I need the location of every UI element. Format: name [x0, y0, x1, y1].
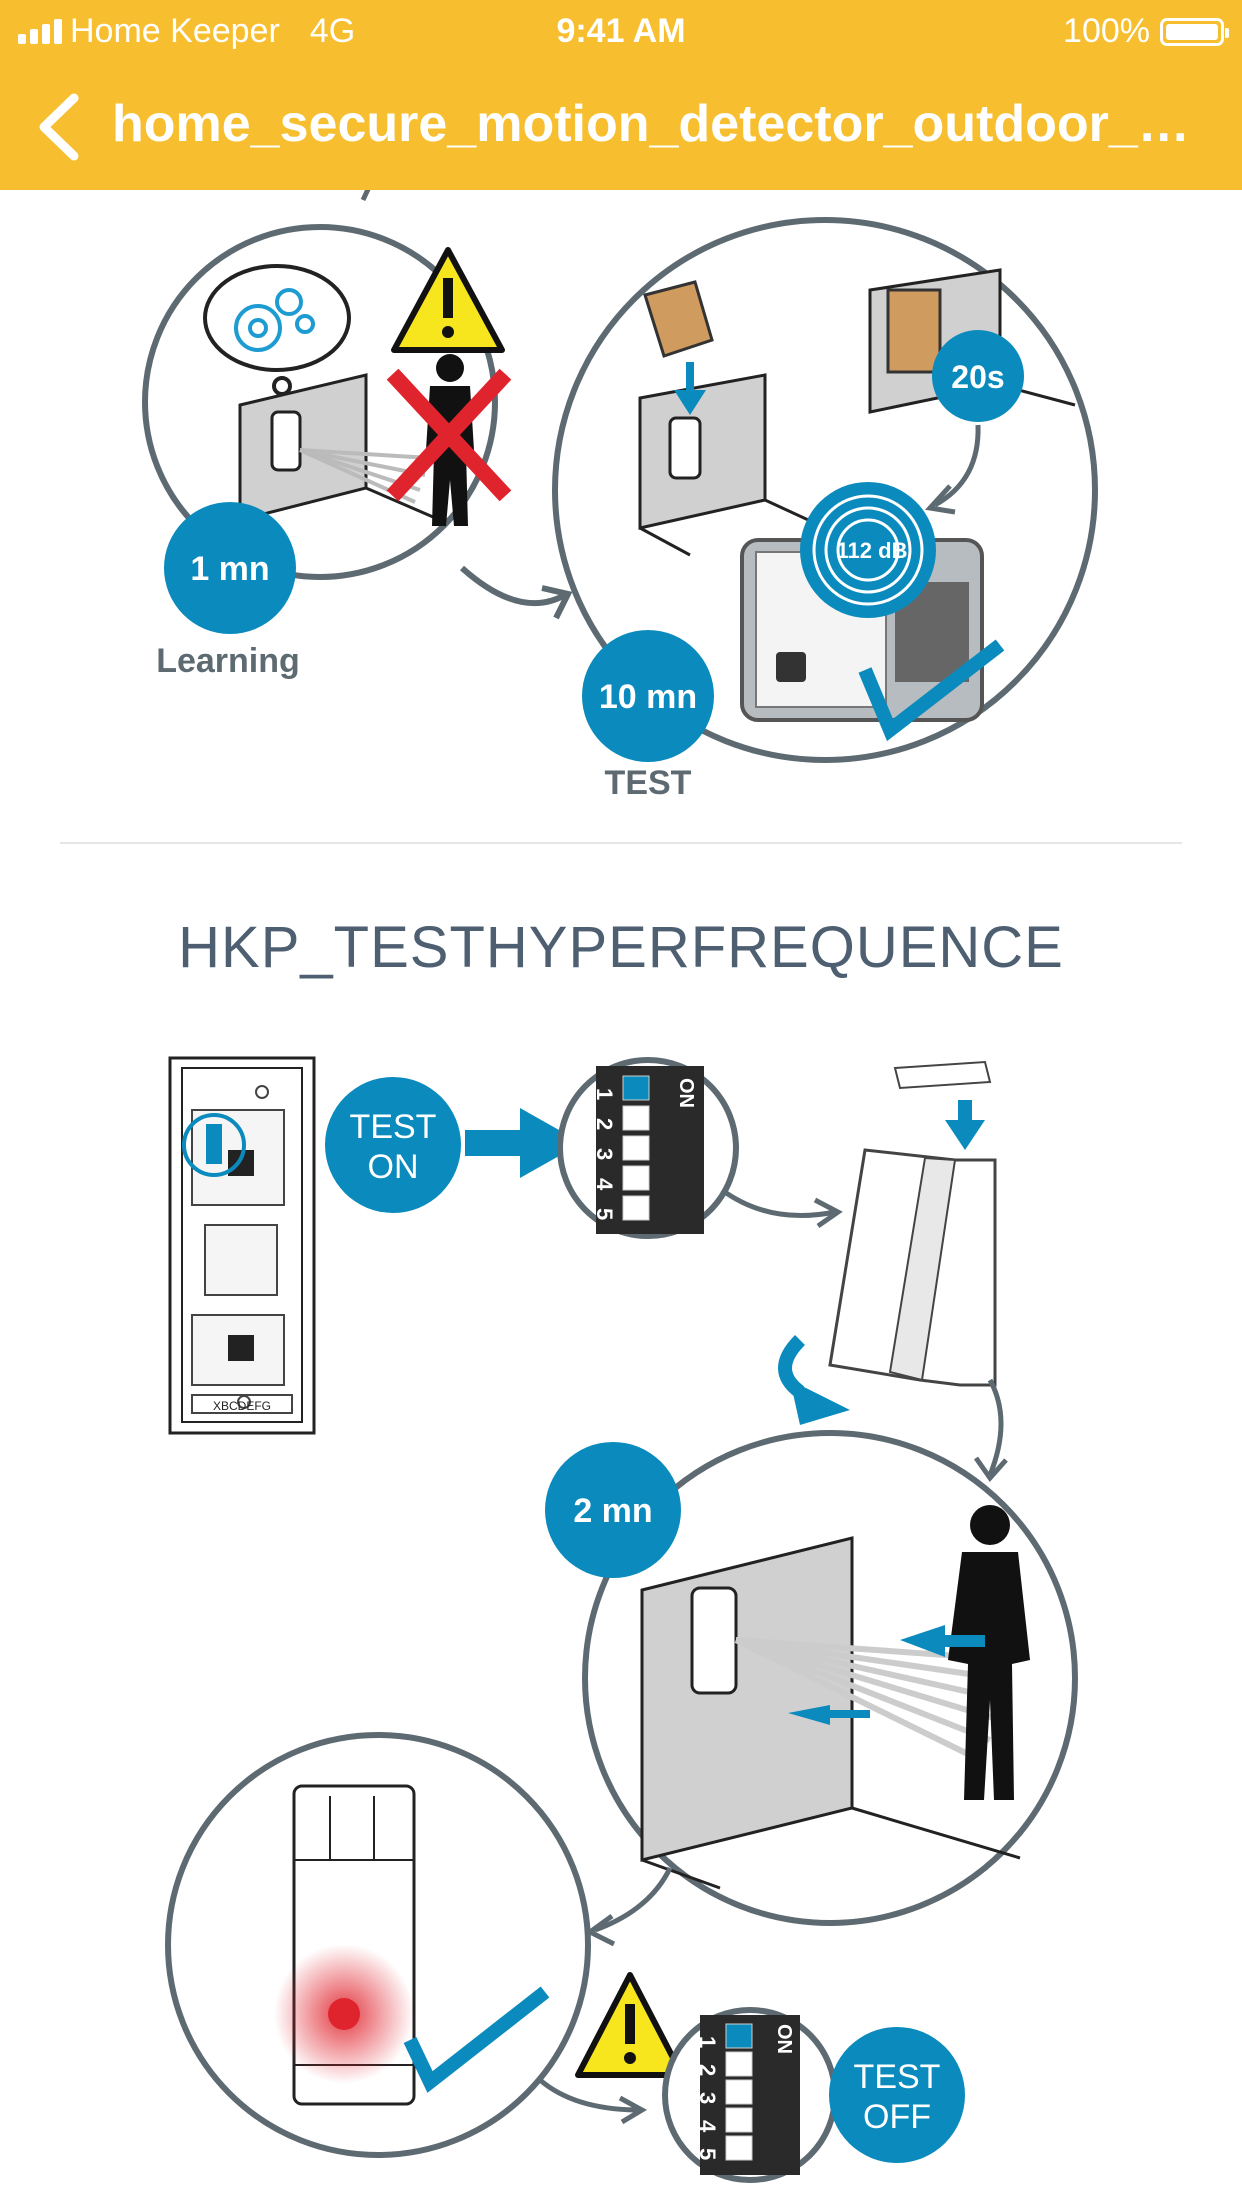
dip-toggle	[622, 1165, 650, 1191]
network-type: 4G	[309, 12, 356, 50]
dip-number: 4	[695, 2120, 720, 2133]
dip-number: 1	[695, 2036, 720, 2048]
dip-number: 4	[592, 1178, 617, 1191]
dip-on-label: ON	[675, 1078, 697, 1108]
cover-box	[643, 280, 714, 358]
warning-icon-2	[575, 1972, 685, 2078]
status-left: Home Keeper 4G	[18, 12, 355, 51]
detection-beams-2	[734, 1637, 1016, 1763]
chevron-left-icon	[39, 93, 79, 161]
detector-board	[168, 1056, 316, 1435]
dip-number: 1	[592, 1088, 617, 1100]
test-on-line1: TEST	[350, 1108, 437, 1146]
section-title: HKP_TESTHYPERFREQUENCE	[178, 915, 1064, 980]
nav-bar: home_secure_motion_detector_outdoor_anti…	[0, 64, 1242, 190]
test-duration: 10 mn	[599, 678, 697, 716]
learning-test-illustration: 1 mn Learning 20s 112 dB 10 mn TEST	[142, 190, 1098, 802]
hyperfrequency-test-illustration: XBCDEFG TEST ON ON 1 2 3 4 5	[165, 1056, 1078, 2183]
signal-icon	[18, 19, 62, 44]
dip-toggle	[622, 1135, 650, 1161]
test-off-badge	[829, 2027, 965, 2163]
siren-level: 112 dB	[837, 538, 908, 563]
battery-icon	[1160, 17, 1229, 46]
gears-icon	[234, 288, 315, 352]
status-bar: Home Keeper 4G 9:41 AM 100%	[0, 0, 1242, 64]
dip-number: 2	[592, 1118, 617, 1130]
dip-number: 5	[592, 1208, 617, 1220]
back-button[interactable]	[30, 90, 90, 164]
dip-switch-toggles: 1 2 3 4 5	[592, 1075, 650, 1221]
dip-number: 2	[695, 2064, 720, 2076]
dip-toggle	[725, 2135, 753, 2161]
walk-duration-badge	[545, 1442, 681, 1578]
terminal-letters: XBCDEFG	[213, 1399, 271, 1413]
page-title: home_secure_motion_detector_outdoor_anti…	[112, 95, 1212, 153]
walking-person-silhouette	[948, 1505, 1030, 1800]
test-off-line1: TEST	[854, 2058, 941, 2096]
detector-icon	[270, 410, 302, 472]
siren-icon	[800, 482, 936, 618]
test-on-badge	[325, 1077, 461, 1213]
dip-toggle	[725, 2023, 753, 2049]
detector-cover	[828, 1060, 997, 1387]
flow-arrow	[459, 565, 567, 607]
dip-toggle	[725, 2107, 753, 2133]
status-right: 100%	[1063, 12, 1229, 51]
learning-duration-badge	[164, 502, 296, 634]
dip-number: 3	[695, 2092, 720, 2104]
dip-toggle	[725, 2079, 753, 2105]
app-header: Home Keeper 4G 9:41 AM 100% home_secure_…	[0, 0, 1242, 190]
delay-badge	[932, 330, 1024, 422]
test-label: TEST	[605, 764, 692, 802]
test-off-line2: OFF	[863, 2098, 931, 2136]
check-icon-2	[403, 1986, 550, 2093]
dip-on-label-2: ON	[773, 2024, 795, 2054]
test-on-line2: ON	[368, 1148, 419, 1186]
led-icon	[328, 1998, 360, 2030]
status-time: 9:41 AM	[556, 12, 686, 50]
walk-duration: 2 mn	[573, 1492, 652, 1530]
test-duration-badge	[582, 630, 714, 762]
dip-toggle	[622, 1195, 650, 1221]
carrier-name: Home Keeper	[70, 12, 280, 50]
arrow-right-icon	[465, 1108, 582, 1178]
dip-toggle	[622, 1075, 650, 1101]
forbidden-x-icon	[386, 368, 512, 502]
dip-number: 5	[695, 2148, 720, 2160]
learning-label: Learning	[156, 642, 300, 680]
learning-duration: 1 mn	[190, 550, 269, 588]
check-icon	[858, 639, 1005, 742]
delay-text: 20s	[951, 359, 1004, 395]
section-divider	[60, 842, 1182, 844]
dip-number: 3	[592, 1148, 617, 1160]
dip-toggle	[725, 2051, 753, 2077]
movement-arrows	[788, 1625, 985, 1725]
dip-switch-toggles-2: 1 2 3 4 5	[695, 2023, 753, 2161]
battery-percent: 100%	[1063, 12, 1150, 50]
warning-icon	[391, 247, 505, 353]
dip-toggle	[622, 1105, 650, 1131]
